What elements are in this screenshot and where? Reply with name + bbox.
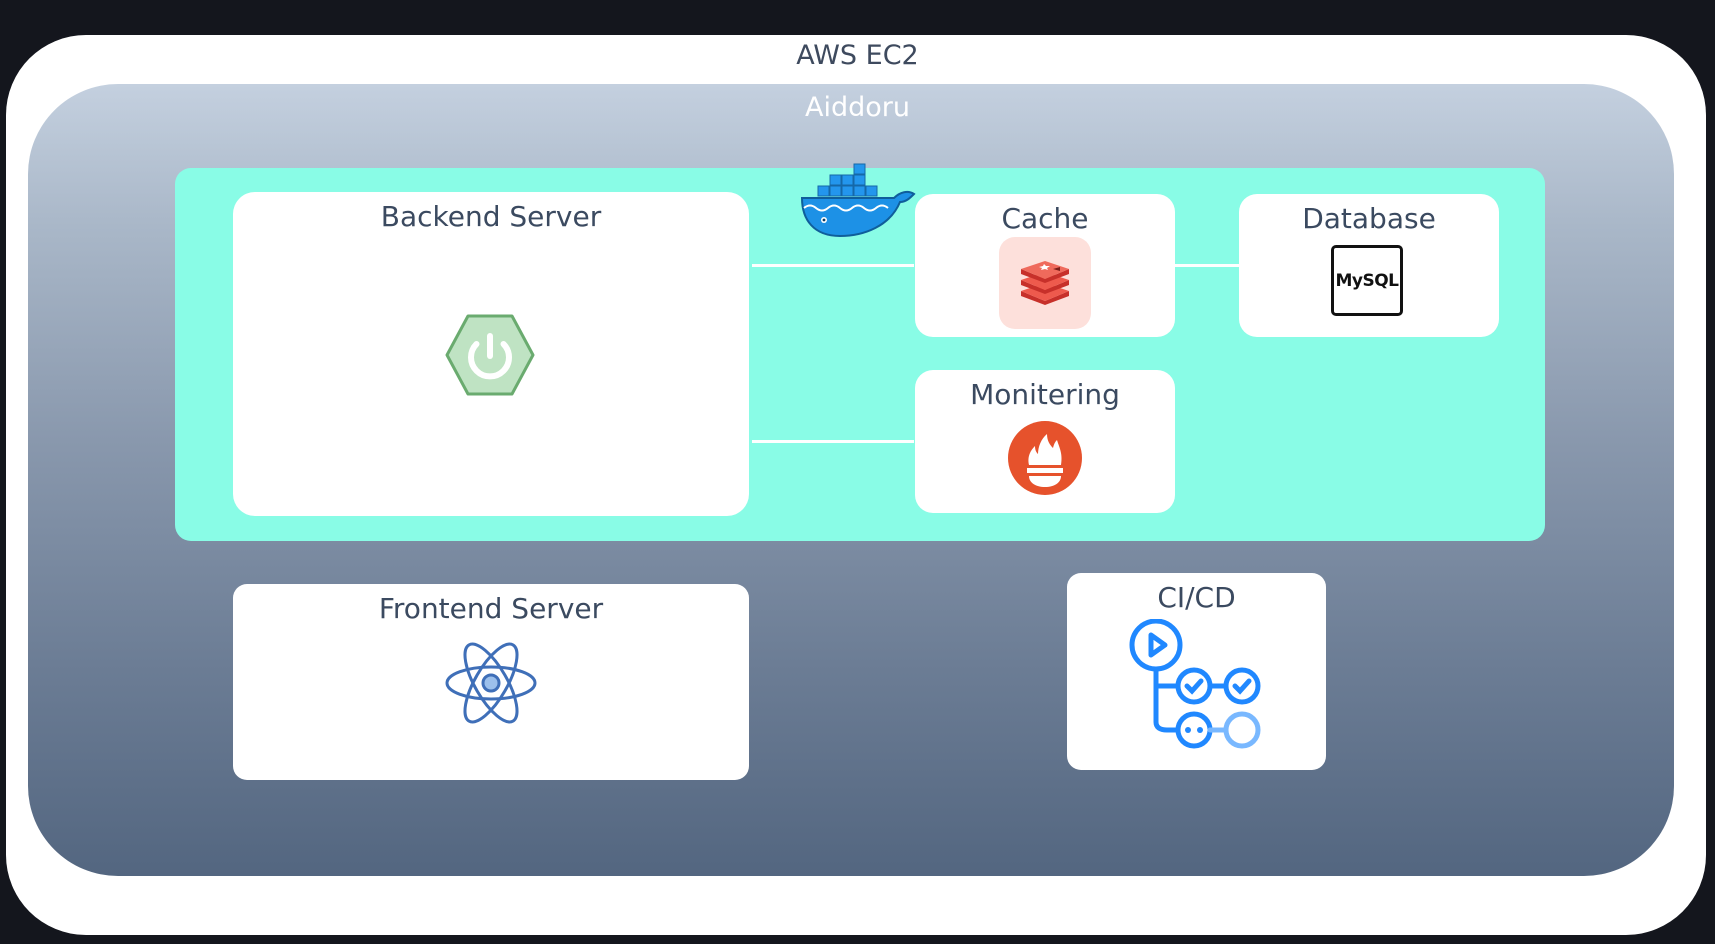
cache-title: Cache <box>1001 202 1089 235</box>
aiddoru-label: Aiddoru <box>805 92 910 123</box>
connector-backend-cache <box>752 264 914 267</box>
redis-icon-tile <box>999 237 1091 329</box>
monitoring-title: Monitering <box>970 378 1120 411</box>
docker-whale-icon <box>800 163 916 238</box>
react-icon <box>445 642 537 724</box>
frontend-server-card: Frontend Server <box>233 584 749 780</box>
database-title: Database <box>1302 202 1436 235</box>
database-card: Database MySQL <box>1239 194 1499 337</box>
aws-ec2-label: AWS EC2 <box>796 40 919 71</box>
prometheus-icon <box>1008 421 1082 495</box>
redis-icon <box>1021 261 1069 305</box>
backend-server-card: Backend Server <box>233 192 749 516</box>
github-actions-icon <box>1129 619 1261 749</box>
frontend-server-title: Frontend Server <box>378 592 604 625</box>
connector-cache-database <box>1175 264 1241 267</box>
cicd-card: CI/CD <box>1067 573 1326 770</box>
monitoring-card: Monitering <box>915 370 1175 513</box>
cicd-title: CI/CD <box>1157 581 1236 614</box>
connector-backend-monitoring <box>752 440 914 443</box>
cache-card: Cache <box>915 194 1175 337</box>
backend-server-title: Backend Server <box>380 200 602 233</box>
mysql-icon-text: MySQL <box>1335 270 1399 291</box>
mysql-icon: MySQL <box>1331 245 1403 316</box>
spring-power-icon <box>445 314 535 396</box>
